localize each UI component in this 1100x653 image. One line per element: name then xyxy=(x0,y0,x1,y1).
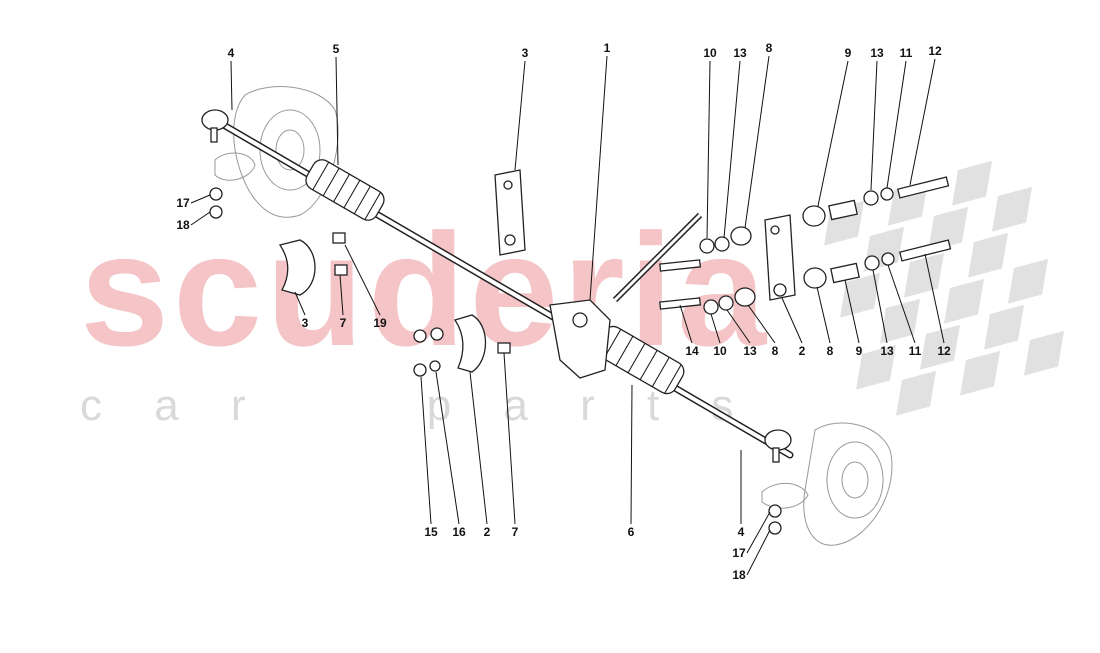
callout-leader-line xyxy=(909,58,936,186)
callout-leader-line xyxy=(872,269,888,344)
callout-leader-line xyxy=(679,304,693,344)
callout-label: 10 xyxy=(713,344,727,358)
checker-square xyxy=(960,350,1000,396)
callout-label: 6 xyxy=(628,525,635,539)
callout-label: 12 xyxy=(937,344,951,358)
checker-square xyxy=(992,186,1032,232)
checker-square xyxy=(1024,330,1064,376)
callout-label: 17 xyxy=(732,546,746,560)
checker-square xyxy=(904,252,944,298)
callout-label: 7 xyxy=(340,316,347,330)
callout-leader-line xyxy=(746,529,771,576)
checker-square xyxy=(952,160,992,206)
callout-leader-line xyxy=(469,371,488,525)
callout-label: 4 xyxy=(228,46,235,60)
callout-label: 8 xyxy=(772,344,779,358)
checker-square xyxy=(1008,258,1048,304)
callout-leader-line xyxy=(887,264,916,344)
steering-rack-assembly xyxy=(201,109,794,463)
callout-label: 13 xyxy=(743,344,757,358)
callout-leader-line xyxy=(503,352,516,525)
callout-leader-line xyxy=(420,376,432,525)
callout-label: 4 xyxy=(738,525,745,539)
callout-label: 19 xyxy=(373,316,387,330)
checker-square xyxy=(928,206,968,252)
callout-label: 12 xyxy=(928,44,942,58)
callout-label: 3 xyxy=(522,46,529,60)
callout-label: 13 xyxy=(880,344,894,358)
callout-leader-line xyxy=(190,211,211,226)
callout-leader-line xyxy=(335,56,339,166)
callout-label: 8 xyxy=(766,41,773,55)
watermark: scuderia c a r p a r t s xyxy=(80,160,1064,430)
watermark-tagline: c a r p a r t s xyxy=(80,381,753,430)
callout-label: 18 xyxy=(732,568,746,582)
callout-leader-line xyxy=(746,511,771,554)
checker-square xyxy=(880,298,920,344)
callout-label: 16 xyxy=(452,525,466,539)
callout-leader-line xyxy=(190,194,211,204)
callout-label: 2 xyxy=(484,525,491,539)
checker-square xyxy=(856,344,896,390)
callout-label: 13 xyxy=(870,46,884,60)
checker-square xyxy=(968,232,1008,278)
callout-leader-line xyxy=(726,309,751,344)
callout-leader-line xyxy=(781,297,803,344)
callout-label: 14 xyxy=(685,344,699,358)
callout-leader-line xyxy=(630,384,633,525)
checker-square xyxy=(984,304,1024,350)
callout-label: 7 xyxy=(512,525,519,539)
checker-square xyxy=(920,324,960,370)
callout-leader-line xyxy=(435,371,460,525)
callout-leader-line xyxy=(817,60,849,207)
callout-leader-line xyxy=(844,279,860,344)
callout-label: 9 xyxy=(856,344,863,358)
callout-leader-line xyxy=(339,274,344,316)
checker-square xyxy=(896,370,936,416)
callout-label: 3 xyxy=(302,316,309,330)
callout-label: 2 xyxy=(799,344,806,358)
checker-square xyxy=(944,278,984,324)
callout-leader-line xyxy=(744,55,770,229)
callout-leader-line xyxy=(344,244,381,316)
callout-label: 11 xyxy=(909,344,922,358)
callout-leader-line xyxy=(747,304,776,344)
callout-label: 11 xyxy=(900,46,913,60)
callout-leader-line xyxy=(816,286,831,344)
callout-label: 10 xyxy=(703,46,717,60)
callout-leader-line xyxy=(589,55,608,301)
callout-leader-line xyxy=(924,253,945,344)
callout-label: 5 xyxy=(333,42,340,56)
right-steering-knuckle xyxy=(761,422,893,546)
checkered-flag-watermark xyxy=(824,160,1064,416)
callout-leader-line xyxy=(723,60,741,239)
callout-leader-line xyxy=(886,60,907,189)
callout-leader-line xyxy=(514,60,526,171)
callout-labels: 4 5 3 1 10 13 8 9 13 11 12 17 18 3 7 19 14 10 13 8 2 8 9 13 11 12… xyxy=(176,41,951,582)
callout-label: 9 xyxy=(845,46,852,60)
callout-leader-line xyxy=(870,60,878,191)
callout-label: 13 xyxy=(733,46,747,60)
mounting-parts xyxy=(209,169,952,535)
callout-leader-line xyxy=(710,313,721,344)
callout-label: 8 xyxy=(827,344,834,358)
callout-leader-line xyxy=(706,60,711,239)
callout-label: 17 xyxy=(176,196,190,210)
callout-label: 1 xyxy=(604,41,611,55)
callout-leader-line xyxy=(294,291,306,316)
callout-leader-line xyxy=(230,60,233,111)
checker-square xyxy=(840,272,880,318)
callout-label: 15 xyxy=(424,525,438,539)
callout-label: 18 xyxy=(176,218,190,232)
